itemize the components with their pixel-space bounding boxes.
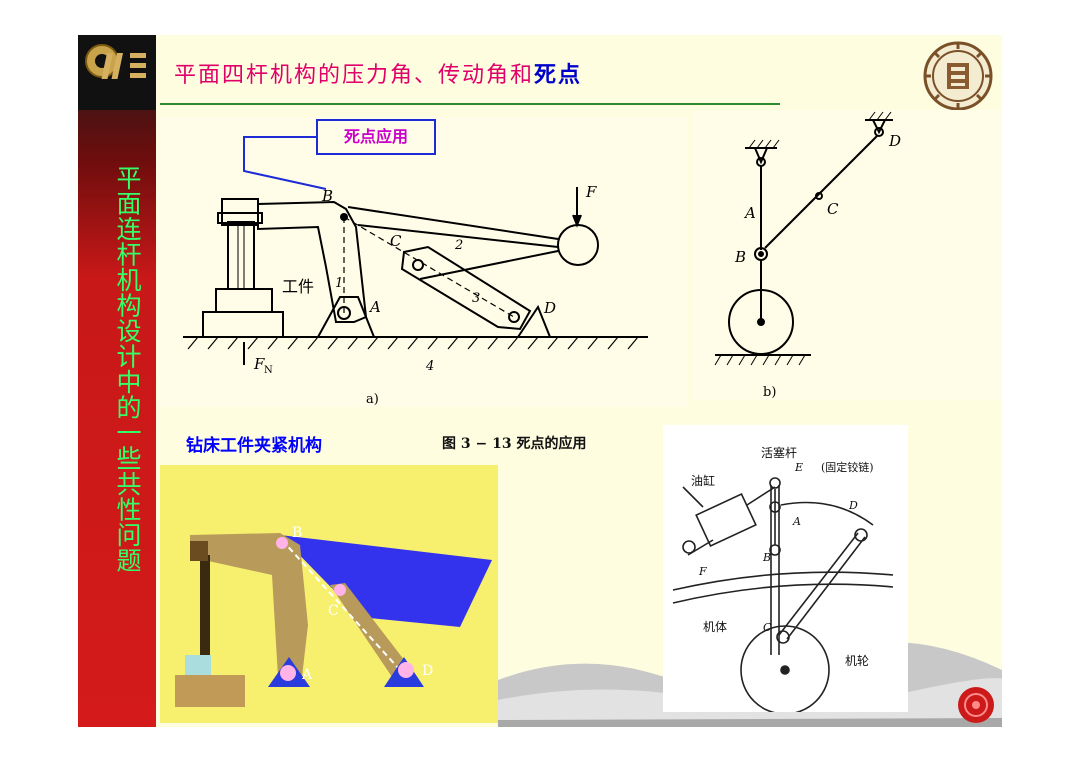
fig-b-label-A: A xyxy=(743,204,756,222)
clamp-animation-diagram: B C A D xyxy=(175,525,492,707)
lg-piston-rod-label: 活塞杆 xyxy=(761,445,797,460)
page-title: 平面四杆机构的压力角、传动角和死点 xyxy=(174,57,582,89)
page-title-main: 平面四杆机构的压力角、传动角和 xyxy=(174,63,535,88)
landing-gear-diagram-panel: 活塞杆 油缸 (固定铰链) 机体 机轮 E D A B C F xyxy=(663,425,908,715)
fig-a-label-B: B xyxy=(321,187,333,205)
fig-a-label-A: A xyxy=(368,298,381,316)
lg-label-B: B xyxy=(762,551,771,564)
lg-fixed-hinge-label: (固定铰链) xyxy=(821,460,874,474)
figure-b-dead-point-diagram: A B C D b) xyxy=(714,111,901,400)
anim-label-A: A xyxy=(301,667,313,683)
fig-a-label-D: D xyxy=(543,299,556,317)
fig-b-label-D: D xyxy=(888,132,901,150)
lg-wheel-label: 机轮 xyxy=(845,654,869,668)
fig-a-link-2: 2 xyxy=(454,238,463,253)
anim-label-B: B xyxy=(292,525,302,541)
gear-logo-icon xyxy=(85,44,146,79)
fig-a-link-3: 3 xyxy=(472,291,480,306)
figure-b-panel: A B C D b) xyxy=(693,110,1002,400)
lg-label-D: D xyxy=(848,499,858,512)
fig-a-sublabel: a) xyxy=(366,392,379,407)
lg-label-F: F xyxy=(698,565,707,578)
lg-body-label: 机体 xyxy=(703,620,727,634)
fig-a-label-FN-sub: N xyxy=(264,365,273,376)
fig-b-label-C: C xyxy=(827,200,839,218)
sidebar-vertical-title: 平面连杆机构设计中的一些共性问题 xyxy=(113,165,142,573)
fig-a-workpiece-label: 工件 xyxy=(282,277,314,296)
lg-cylinder-label: 油缸 xyxy=(691,473,715,488)
dead-point-application-callout: 死点应用 xyxy=(316,119,436,155)
lg-label-E: E xyxy=(794,461,803,474)
fig-a-label-C: C xyxy=(390,232,402,250)
slide: 平面连杆机构设计中的一些共性问题 平面四杆机构的压力角、传动角和死点 xyxy=(78,35,1002,727)
drill-clamp-caption: 钻床工件夹紧机构 xyxy=(186,436,322,456)
sidebar: 平面连杆机构设计中的一些共性问题 xyxy=(78,35,156,727)
fig-b-sublabel: b) xyxy=(763,385,776,400)
stamp-icon xyxy=(958,687,994,723)
figure-a-clamp-diagram: B C A D F 1 2 3 4 F N a) 工件 xyxy=(183,136,648,407)
anim-label-C: C xyxy=(328,603,339,619)
fig-b-label-B: B xyxy=(734,248,746,266)
lg-label-C: C xyxy=(763,621,772,634)
fig-a-label-FN: F xyxy=(253,355,265,373)
page-title-emphasis: 死点 xyxy=(534,62,583,88)
lg-label-A: A xyxy=(792,515,801,528)
figure-a-panel: B C A D F 1 2 3 4 F N a) 工件 xyxy=(158,117,688,407)
fig-a-link-4: 4 xyxy=(425,359,434,374)
title-rule xyxy=(160,103,780,105)
anim-label-D: D xyxy=(422,663,433,679)
university-seal-icon xyxy=(923,41,993,111)
clamp-animation-panel: B C A D xyxy=(160,465,498,723)
landing-gear-diagram: 活塞杆 油缸 (固定铰链) 机体 机轮 E D A B C F xyxy=(672,445,894,715)
fig-a-link-1: 1 xyxy=(335,276,343,291)
fig-a-label-F: F xyxy=(585,183,597,201)
figure-caption: 图 3 − 13 死点的应用 xyxy=(442,436,587,452)
